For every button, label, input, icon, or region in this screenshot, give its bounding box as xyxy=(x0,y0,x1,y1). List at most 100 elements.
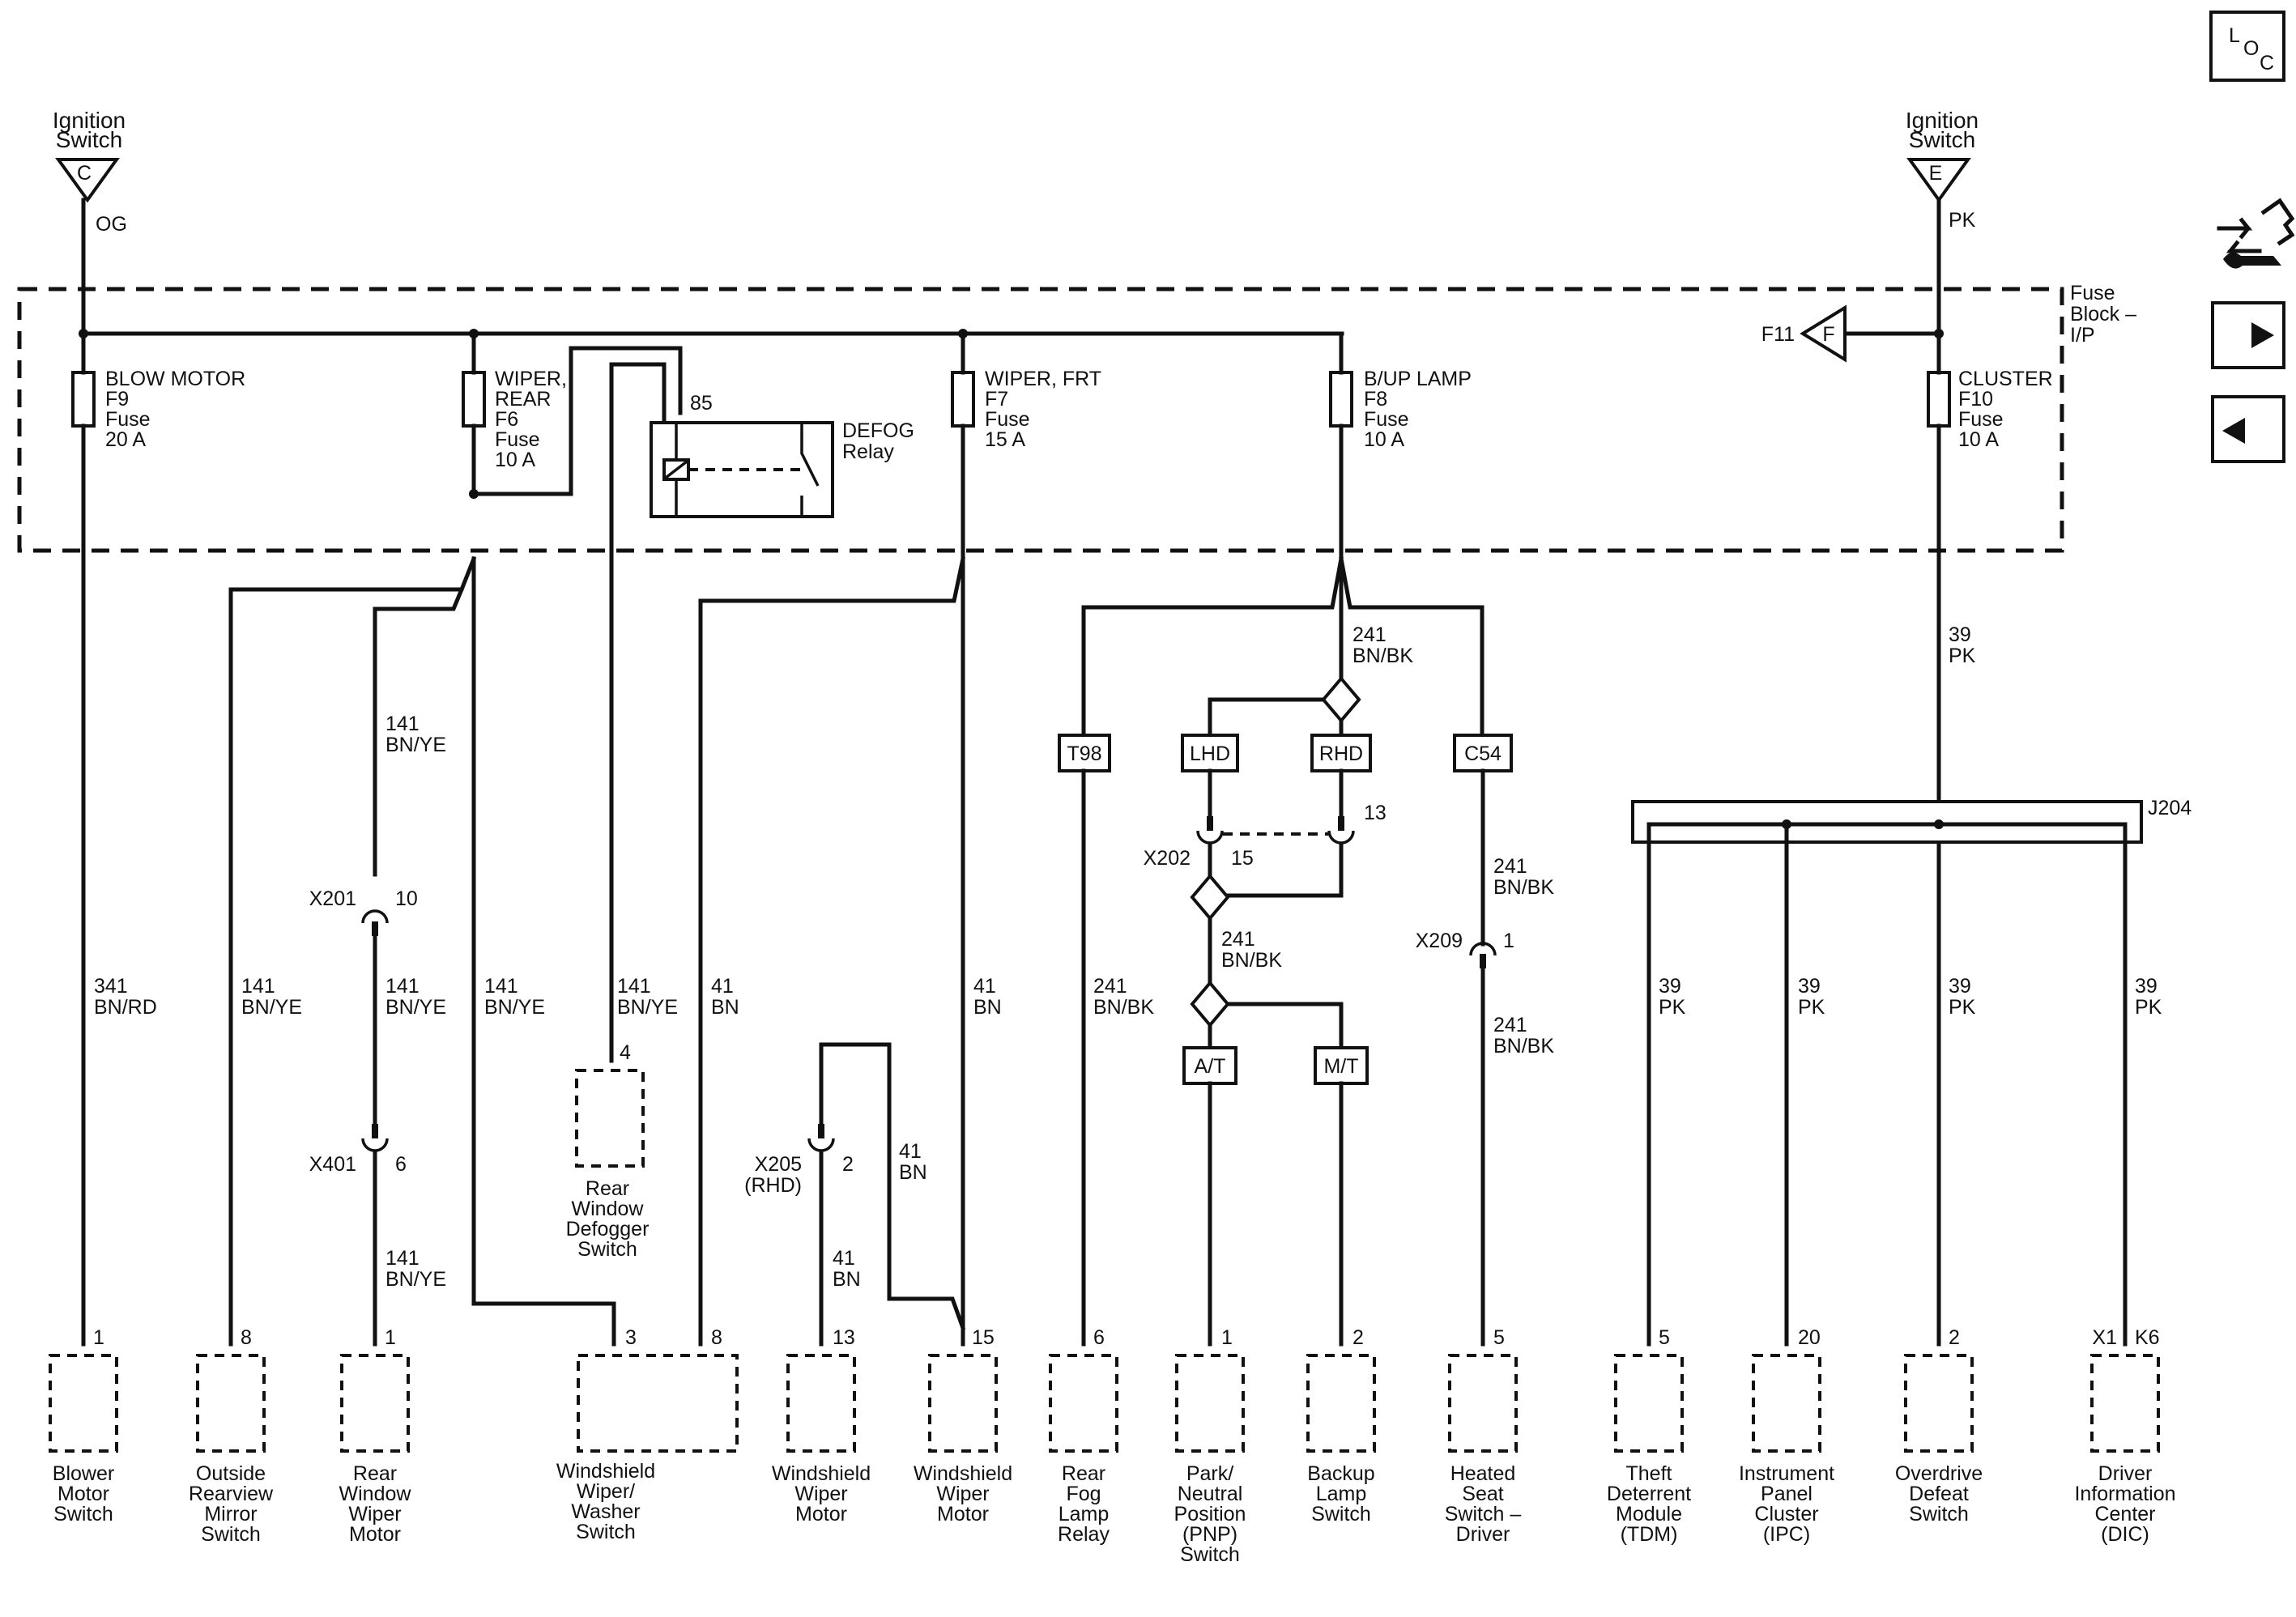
wire-label-141-lower: 141 BN/YE xyxy=(386,1247,446,1291)
pin-overdrive: 2 xyxy=(1949,1326,1960,1349)
component-driver-information-center: X1 K6 Driver Information Center (DIC) xyxy=(2074,1326,2175,1546)
defog-relay-line2: Relay xyxy=(842,440,894,463)
x205-connector: X205 (RHD) 2 xyxy=(744,1124,854,1197)
source-right-wire: PK xyxy=(1949,209,1976,232)
tdm-line4: (TDM) xyxy=(1621,1523,1678,1546)
wire-241e-num: 241 xyxy=(1493,1014,1527,1036)
source-right-terminal: E xyxy=(1929,162,1943,185)
wire-label-41-x205: 41 BN xyxy=(833,1247,861,1291)
tdm-line1: Theft xyxy=(1626,1462,1672,1485)
splice-2 xyxy=(1190,873,1230,921)
component-rear-window-defogger-switch: 4 Rear Window Defogger Switch xyxy=(566,1041,650,1261)
x201-connector: X201 10 xyxy=(309,887,418,936)
defogger-line3: Defogger xyxy=(566,1218,650,1240)
wire-41c-num: 41 xyxy=(899,1140,922,1163)
wire-41a-num: 41 xyxy=(711,975,734,998)
wire-label-141-rear: 141 BN/YE xyxy=(484,975,545,1019)
dic-line4: (DIC) xyxy=(2101,1523,2149,1546)
backup-line2: Lamp xyxy=(1316,1483,1367,1505)
pin-backup: 2 xyxy=(1352,1326,1364,1349)
x401-pin: 6 xyxy=(395,1153,407,1176)
x209-name: X209 xyxy=(1416,930,1463,952)
wire-241a-color: BN/BK xyxy=(1093,996,1154,1019)
fuse-f8-line4: 10 A xyxy=(1364,428,1404,451)
heated-line3: Switch – xyxy=(1445,1503,1522,1526)
option-mt: M/T xyxy=(1314,1046,1369,1085)
rearwiper-line1: Rear xyxy=(353,1462,397,1485)
fuse-block-line3: I/P xyxy=(2070,324,2095,347)
option-at-label: A/T xyxy=(1195,1055,1226,1078)
fuse-f8-line2: F8 xyxy=(1364,388,1387,411)
option-mt-label: M/T xyxy=(1323,1055,1358,1078)
fuse-block-outline xyxy=(17,287,2064,553)
arrow-left-icon[interactable] xyxy=(2211,395,2285,463)
wire-label-141-mirror: 141 BN/YE xyxy=(241,975,302,1019)
x209-connector: X209 1 xyxy=(1416,930,1514,968)
tdm-line3: Module xyxy=(1616,1503,1682,1526)
mirror-line1: Outside xyxy=(196,1462,266,1485)
fuse-f6-line5: 10 A xyxy=(495,449,535,471)
wire-label-241-upper: 241 BN/BK xyxy=(1352,623,1413,667)
wire-241c-color: BN/BK xyxy=(1221,949,1282,972)
heated-line4: Driver xyxy=(1456,1523,1510,1546)
fuse-block-line1: Fuse xyxy=(2070,282,2115,304)
wire-39d-num: 39 xyxy=(1949,975,1971,998)
pin-wipermotor-b: 15 xyxy=(972,1326,995,1349)
component-theft-deterrent-module: 5 Theft Deterrent Module (TDM) xyxy=(1607,1326,1691,1546)
supply-bus-left xyxy=(81,198,1344,336)
fuse-f10: CLUSTER F10 Fuse 10 A xyxy=(1927,368,2053,451)
option-rhd: RHD xyxy=(1310,734,1372,772)
wire-label-141-middle: 141 BN/YE xyxy=(386,975,446,1019)
mirror-line3: Mirror xyxy=(204,1503,257,1526)
pnp-line3: Position xyxy=(1174,1503,1246,1526)
harness-icon[interactable] xyxy=(2217,198,2295,269)
fuse-block-label: Fuse Block – I/P xyxy=(2070,282,2136,347)
wire-39c-num: 39 xyxy=(1798,975,1821,998)
component-rear-window-wiper-motor: 1 Rear Window Wiper Motor xyxy=(339,1326,412,1546)
wire-341-num: 341 xyxy=(94,975,128,998)
defogger-line2: Window xyxy=(572,1198,645,1220)
x205-line1: X205 xyxy=(755,1153,802,1176)
wire-39d-color: PK xyxy=(1949,996,1976,1019)
wire-label-39-overdrive: 39 PK xyxy=(1949,975,1976,1019)
option-c54-label: C54 xyxy=(1464,743,1502,765)
option-lhd: LHD xyxy=(1181,734,1239,772)
fuse-f10-line2: F10 xyxy=(1958,388,1993,411)
arrow-right-icon[interactable] xyxy=(2211,301,2285,369)
ignition-switch-right: Ignition Switch E PK xyxy=(1906,108,1979,232)
wire-141e-num: 141 xyxy=(484,975,518,998)
wipermotor-b-line3: Motor xyxy=(937,1503,989,1526)
wire-41d-num: 41 xyxy=(973,975,996,998)
blower-line3: Switch xyxy=(53,1503,113,1526)
dic-line3: Center xyxy=(2094,1503,2155,1526)
pin-mirror: 8 xyxy=(241,1326,252,1349)
f11-label: F11 xyxy=(1761,323,1795,346)
x201-name: X201 xyxy=(309,887,356,910)
loc-icon[interactable]: L O C xyxy=(2209,11,2285,82)
backup-line1: Backup xyxy=(1307,1462,1374,1485)
fuse-f8-line3: Fuse xyxy=(1364,408,1409,431)
ipc-line2: Panel xyxy=(1761,1483,1813,1505)
fuse-f10-line1: CLUSTER xyxy=(1958,368,2053,390)
wire-label-39-top: 39 PK xyxy=(1949,623,1976,667)
fuse-f6-line1: WIPER, xyxy=(495,368,567,390)
fuse-f8: B/UP LAMP F8 Fuse 10 A xyxy=(1329,368,1472,451)
component-heated-seat-switch-driver: 5 Heated Seat Switch – Driver xyxy=(1445,1326,1522,1546)
wiperswitch-line3: Washer xyxy=(571,1500,640,1523)
component-pnp-switch: 1 Park/ Neutral Position (PNP) Switch xyxy=(1174,1326,1246,1566)
wiperswitch-line2: Wiper/ xyxy=(577,1480,635,1503)
fuse-f7: WIPER, FRT F7 Fuse 15 A xyxy=(951,368,1101,451)
ipc-line1: Instrument xyxy=(1739,1462,1834,1485)
fuse-f9-line2: F9 xyxy=(105,388,129,411)
fuse-f9: BLOW MOTOR F9 Fuse 20 A xyxy=(71,368,245,451)
wire-label-241-heated: 241 BN/BK xyxy=(1493,1014,1554,1057)
x401-connector: X401 6 xyxy=(309,1124,407,1176)
component-backup-lamp-switch: 2 Backup Lamp Switch xyxy=(1306,1326,1376,1526)
fuse-f10-line3: Fuse xyxy=(1958,408,2004,431)
blower-line2: Motor xyxy=(58,1483,109,1505)
tdm-line2: Deterrent xyxy=(1607,1483,1691,1505)
fuse-f7-line2: F7 xyxy=(985,388,1008,411)
wire-41c-color: BN xyxy=(899,1161,927,1184)
splice-3 xyxy=(1190,980,1230,1028)
wire-241c-num: 241 xyxy=(1221,928,1255,951)
